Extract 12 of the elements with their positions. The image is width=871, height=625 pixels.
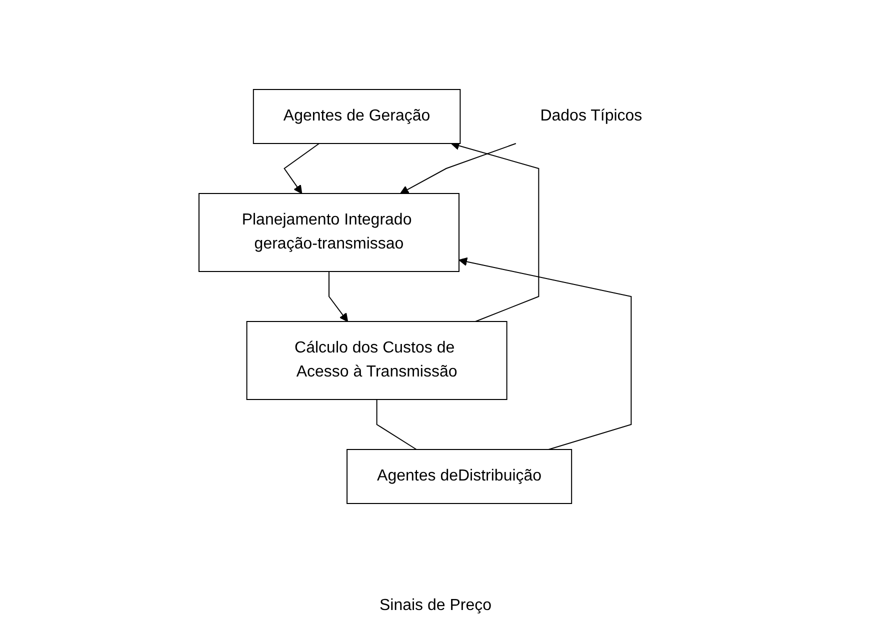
connector (376, 399, 417, 450)
node-box: Cálculo dos Custos de Acesso à Transmissão (246, 321, 508, 400)
arrow (328, 271, 348, 322)
node-box: Planejamento Integrado geração-transmissao (198, 193, 460, 272)
arrow (400, 143, 516, 194)
node-box: Agentes de Geração (252, 89, 461, 144)
arrow (450, 141, 540, 322)
note-text: Sinais de Preço (379, 597, 492, 615)
node-box: Agentes deDistribuição (346, 449, 572, 504)
node-text: Dados Típicos (540, 108, 642, 125)
arrow (284, 143, 320, 194)
arrow (458, 257, 632, 450)
